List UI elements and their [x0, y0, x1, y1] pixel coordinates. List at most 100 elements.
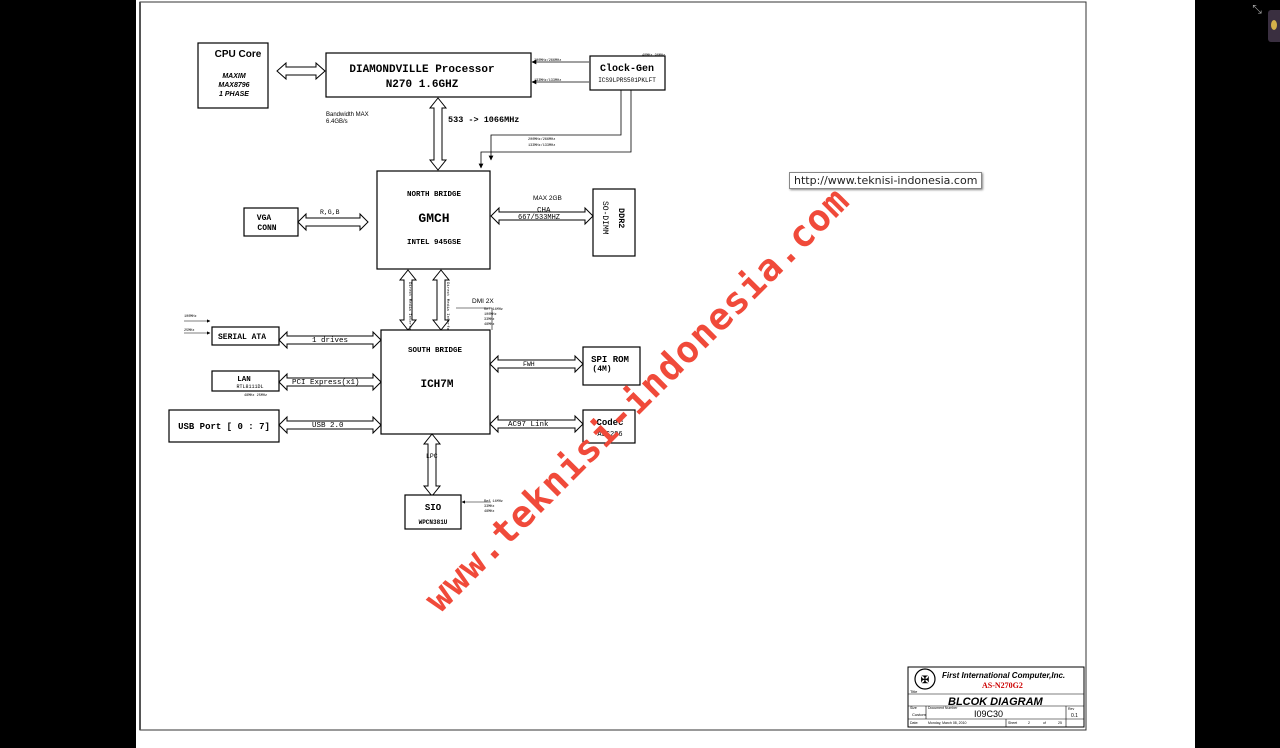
rgb-label: R,G,B — [320, 209, 340, 216]
ddr-max-label: MAX 2GB — [533, 195, 562, 202]
sio-clock-c: 48MHz — [484, 510, 495, 514]
clock-gen-block[interactable]: Clock-Gen ICS9LPRS501PKLFT — [589, 55, 666, 91]
lan-block[interactable]: LAN RTL8111DL — [211, 370, 280, 392]
sata-drives-label: 1 drives — [312, 337, 348, 345]
ddr2-label: DDR2 — [616, 208, 626, 228]
vga-conn-label: CONN — [257, 224, 276, 233]
size-field-label: Size — [910, 706, 917, 710]
date-field-label: Date: — [910, 721, 918, 725]
clock-nb-label-a: 200MHz/266MHz — [528, 137, 555, 142]
model-number: AS-N270G2 — [982, 681, 1023, 690]
processor-block[interactable]: DIAMONDVILLE Processor N270 1.6GHZ — [325, 52, 532, 98]
bandwidth-value: 6.4GB/s — [326, 119, 348, 125]
processor-name: DIAMONDVILLE Processor — [349, 64, 494, 76]
north-bridge-title: NORTH BRIDGE — [407, 191, 462, 199]
sata-clock-b: 25MHz — [184, 329, 195, 333]
sata-clock-a: 100MHz — [184, 315, 197, 319]
sodimm-label: SO-DIMM — [600, 201, 609, 235]
codec-block[interactable]: Codec ALC296 — [582, 409, 636, 444]
sb-clock-a: Ref 14MHz — [484, 307, 503, 312]
south-bridge-block[interactable]: SOUTH BRIDGE ICH7M — [380, 329, 491, 435]
sb-clock-d: 48MHz — [484, 323, 495, 327]
clock-nb-label-b: 133MHz/133MHz — [528, 143, 555, 148]
cpu-core-block[interactable]: CPU Core MAXIM MAX8796 1 PHASE — [197, 42, 269, 109]
codec-part: ALC296 — [597, 431, 622, 439]
vga-conn-block[interactable]: VGA CONN — [243, 207, 299, 237]
cpu-core-line3: 1 PHASE — [219, 91, 249, 98]
sio-part: WPCN381U — [419, 519, 448, 526]
schematic-sheet: CPU Core MAXIM MAX8796 1 PHASE DIAMONDVI… — [136, 0, 1195, 748]
cpu-core-title: CPU Core — [215, 49, 262, 60]
ich7m-label: ICH7M — [420, 379, 453, 391]
sheet-title: BLCOK DIAGRAM — [948, 696, 1044, 708]
gmch-label: GMCH — [418, 211, 449, 226]
lan-clock-label: 48MHz 25MHz — [244, 394, 267, 398]
processor-model: N270 1.6GHZ — [386, 79, 459, 91]
lan-label: LAN — [237, 376, 251, 384]
sio-label: SIO — [425, 503, 442, 513]
revision-value: 0.1 — [1071, 713, 1078, 719]
title-field-label: Title — [910, 689, 918, 694]
cha-label: CHA — [537, 207, 551, 215]
spi-rom-block[interactable]: SPI ROM (4M) — [582, 346, 641, 386]
cpu-core-line2: MAX8796 — [218, 82, 249, 89]
company-name: First International Computer,Inc. — [942, 671, 1065, 680]
cpu-core-power-arrow — [276, 61, 326, 81]
vga-label: VGA — [257, 214, 272, 223]
svg-text:✠: ✠ — [921, 675, 930, 686]
viewer-right-margin — [1195, 0, 1280, 748]
sio-clock-a: Ref 14MHz — [484, 499, 503, 504]
clock-proc-label-b: 133MHz/133MHz — [534, 78, 561, 83]
serial-ata-block[interactable]: SERIAL ATA — [211, 326, 280, 346]
clock-proc-label-a: 200MHz/266MHz — [534, 58, 561, 63]
viewer-left-margin — [0, 0, 136, 748]
dmi-label: DMI 2X — [472, 298, 494, 305]
lightbulb-icon — [1271, 20, 1277, 30]
fwh-label: FWH — [523, 361, 535, 368]
rev-field-label: Rev — [1068, 707, 1074, 711]
ddr-speed-label: 667/533MHZ — [518, 214, 560, 222]
ac97-label: AC97 Link — [508, 421, 549, 429]
document-number: I09C30 — [974, 709, 1003, 719]
side-panel-tab[interactable] — [1268, 10, 1280, 42]
serial-ata-label: SERIAL ATA — [218, 333, 266, 342]
sheet-field-label: Sheet — [1008, 721, 1017, 725]
sb-clock-c: 33MHz — [484, 318, 495, 322]
docnum-field-label: Document Number — [928, 706, 958, 710]
clock-top-label: 48MHz 96MHz — [642, 54, 665, 58]
pcie-label: PCI Express(x1) — [292, 379, 360, 387]
clock-gen-title: Clock-Gen — [600, 63, 654, 75]
dmi-right-label: Direct Media Interface 1GB/s — [445, 282, 450, 350]
usb-port-label: USB Port [ 0 : 7] — [178, 422, 270, 432]
bandwidth-label: Bandwidth MAX — [326, 112, 369, 118]
lpc-label: LPC — [426, 453, 438, 460]
collapse-arrows-icon[interactable]: ⤡ — [1252, 2, 1262, 16]
spi-rom-size: (4M) — [592, 365, 611, 374]
usb-speed-label: USB 2.0 — [312, 422, 344, 430]
spi-rom-label: SPI ROM — [591, 355, 629, 365]
lan-part: RTL8111DL — [236, 384, 263, 390]
codec-label: Codec — [596, 418, 623, 428]
title-block: ✠ First International Computer,Inc. AS-N… — [907, 666, 1085, 728]
ddr2-block[interactable]: DDR2 SO-DIMM — [592, 188, 636, 257]
date-value: Monday, March 08, 2010 — [928, 721, 967, 725]
clock-gen-part: ICS9LPRS501PKLFT — [598, 77, 656, 84]
company-logo — [914, 668, 936, 690]
size-value: Custom — [912, 712, 926, 717]
fsb-arrow — [428, 97, 448, 171]
north-bridge-part: INTEL 945GSE — [407, 239, 462, 247]
sheet-number: 2 — [1028, 721, 1030, 725]
cpu-core-line1: MAXIM — [222, 73, 246, 80]
of-label: of — [1043, 721, 1046, 725]
usb-port-block[interactable]: USB Port [ 0 : 7] — [168, 409, 280, 443]
sio-clock-b: 33MHz — [484, 505, 495, 509]
sheet-total: 25 — [1058, 721, 1062, 725]
fsb-speed-label: 533 -> 1066MHz — [448, 115, 519, 125]
watermark-url-label[interactable]: http://www.teknisi-indonesia.com — [789, 172, 983, 189]
dmi-left-label: Direct Media Interface 1GB/s — [407, 282, 412, 350]
sio-block[interactable]: SIO WPCN381U — [404, 494, 462, 530]
sb-clock-b: 100MHz — [484, 313, 497, 317]
north-bridge-block[interactable]: NORTH BRIDGE GMCH INTEL 945GSE — [376, 170, 491, 270]
block-diagram: CPU Core MAXIM MAX8796 1 PHASE DIAMONDVI… — [139, 1, 1087, 731]
south-bridge-title: SOUTH BRIDGE — [408, 347, 463, 355]
